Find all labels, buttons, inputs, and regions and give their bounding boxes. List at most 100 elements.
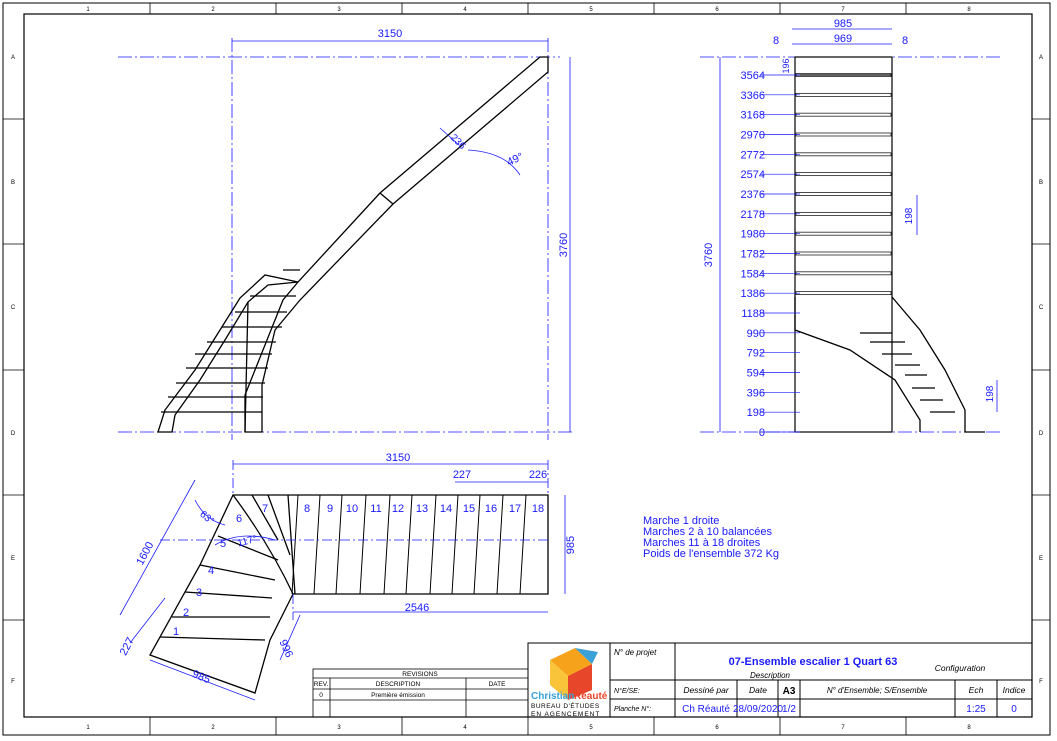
rev-cell: 0 bbox=[319, 692, 323, 699]
drawn-by-label: Dessiné par bbox=[683, 685, 730, 695]
plan-length-dim: 3150 bbox=[386, 452, 410, 464]
revisions-table: REVISIONS REV. DESCRIPTION DATE 0 Premiè… bbox=[312, 668, 529, 718]
index-label: Indice bbox=[1003, 685, 1026, 695]
step-number: 17 bbox=[509, 503, 521, 515]
step-number: 12 bbox=[392, 503, 404, 515]
col-label: 5 bbox=[589, 7, 593, 13]
level-label: 594 bbox=[747, 368, 765, 380]
elevation-thickness-dim: 236 bbox=[448, 132, 468, 152]
step-number: 14 bbox=[440, 503, 452, 515]
col-label: 4 bbox=[463, 725, 467, 731]
row-label: F bbox=[1039, 679, 1043, 685]
col-label: 8 bbox=[967, 725, 971, 731]
note-line: Marche 1 droite bbox=[643, 515, 719, 527]
side-total-width-dim: 985 bbox=[834, 18, 852, 30]
row-label: E bbox=[11, 556, 15, 562]
level-label: 396 bbox=[747, 387, 765, 399]
side-tread bbox=[795, 112, 892, 117]
row-label: F bbox=[11, 679, 15, 685]
level-label: 3366 bbox=[741, 90, 765, 102]
side-height-dim: 3760 bbox=[703, 243, 715, 267]
elevation-view: 3150 3760 49° 236 bbox=[118, 28, 575, 440]
level-label: 2178 bbox=[741, 209, 765, 221]
step-number: 16 bbox=[485, 503, 497, 515]
rev-header: DATE bbox=[489, 681, 507, 688]
company-name-2: Réauté bbox=[574, 691, 608, 702]
col-label: 3 bbox=[337, 7, 341, 13]
level-label: 198 bbox=[747, 407, 765, 419]
plan-view: 3150 227 226 985 2546 1600 985 227 996 6… bbox=[118, 452, 577, 701]
side-tread bbox=[795, 172, 892, 177]
side-tread bbox=[795, 271, 892, 276]
description-label: Description bbox=[750, 671, 791, 680]
level-label: 990 bbox=[747, 328, 765, 340]
row-label: C bbox=[1039, 305, 1044, 311]
side-tread bbox=[795, 291, 892, 296]
plan-straight-run-dim: 2546 bbox=[405, 602, 429, 614]
date-label: Date bbox=[749, 685, 767, 695]
company-line-2: EN AGENCEMENT bbox=[531, 711, 600, 718]
row-label: B bbox=[11, 180, 15, 186]
col-label: 6 bbox=[715, 7, 719, 13]
step-number: 10 bbox=[346, 503, 358, 515]
level-label: 0 bbox=[759, 427, 765, 439]
row-label: A bbox=[1039, 55, 1043, 61]
side-top-gap-dim: 196 bbox=[781, 58, 791, 73]
drawn-by-value: Ch Réauté bbox=[682, 704, 730, 715]
row-label: A bbox=[11, 55, 15, 61]
plan-tread-line bbox=[473, 494, 481, 595]
step-number: 11 bbox=[370, 503, 381, 515]
step-number: 15 bbox=[463, 503, 475, 515]
row-label: E bbox=[1039, 556, 1043, 562]
plan-tread-line bbox=[313, 494, 321, 595]
sheet-value: 1/2 bbox=[782, 704, 796, 715]
project-label: N° de projet bbox=[614, 648, 657, 657]
row-label: D bbox=[11, 431, 16, 437]
step-number: 1 bbox=[173, 626, 179, 638]
format-value: A3 bbox=[783, 686, 796, 697]
level-label: 2970 bbox=[741, 130, 765, 142]
col-label: 3 bbox=[337, 725, 341, 731]
col-label: 1 bbox=[86, 725, 90, 731]
side-tread bbox=[795, 192, 892, 196]
plan-last-tread-dim: 226 bbox=[529, 469, 547, 481]
plan-tread-line bbox=[291, 494, 299, 595]
company-logo: Christian Réauté BUREAU D'ÉTUDES EN AGEN… bbox=[531, 648, 608, 718]
step-number: 8 bbox=[304, 503, 310, 515]
title-block: Christian Réauté BUREAU D'ÉTUDES EN AGEN… bbox=[527, 642, 1033, 718]
level-label: 1980 bbox=[741, 229, 765, 241]
col-label: 6 bbox=[715, 725, 719, 731]
plan-tread-line bbox=[383, 494, 391, 595]
index-value: 0 bbox=[1011, 704, 1017, 715]
level-label: 3564 bbox=[741, 70, 765, 82]
note-line: Poids de l'ensemble 372 Kg bbox=[643, 548, 779, 560]
row-label: B bbox=[1039, 180, 1043, 186]
step-number: 2 bbox=[183, 607, 189, 619]
level-label: 3168 bbox=[741, 110, 765, 122]
side-tread bbox=[795, 92, 892, 97]
plan-996-dim: 996 bbox=[276, 638, 295, 660]
assembly-label: N° d'Ensemble; S/Ensemble bbox=[827, 686, 928, 695]
plan-tread-line bbox=[429, 494, 437, 595]
level-label: 1584 bbox=[741, 268, 765, 280]
elevation-height-dim: 3760 bbox=[558, 233, 570, 257]
plan-tread-line bbox=[519, 494, 527, 595]
col-label: 1 bbox=[86, 7, 90, 13]
level-label: 2574 bbox=[741, 169, 765, 181]
plan-tread-line bbox=[496, 494, 504, 595]
level-label: 792 bbox=[747, 348, 765, 360]
side-left-offset-dim: 8 bbox=[773, 35, 779, 47]
rev-cell: Première émission bbox=[371, 692, 425, 699]
side-inner-width-dim: 969 bbox=[834, 33, 852, 45]
plan-diag-width-dim: 985 bbox=[190, 668, 212, 686]
step-number: 7 bbox=[262, 503, 268, 515]
col-label: 5 bbox=[589, 725, 593, 731]
plan-tread-line bbox=[335, 494, 343, 595]
col-label: 4 bbox=[463, 7, 467, 13]
side-right-offset-dim: 8 bbox=[902, 35, 908, 47]
col-label: 7 bbox=[841, 7, 845, 13]
elevation-width-dim: 3150 bbox=[378, 28, 402, 40]
notes-block: Marche 1 droite Marches 2 à 10 balancées… bbox=[643, 515, 779, 560]
